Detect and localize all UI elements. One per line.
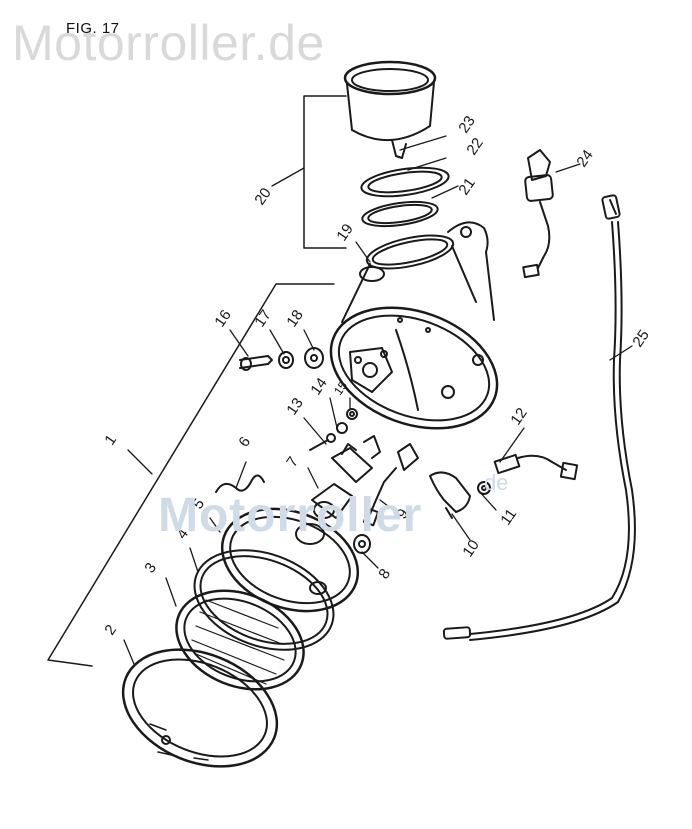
callout-20: 20 [251,185,274,208]
callout-2: 2 [101,622,120,639]
callout-18: 18 [283,307,306,330]
callout-15: 15 [331,378,350,397]
wire-connector-9 [362,443,419,527]
washer-17 [278,351,294,369]
spring-clip-6 [215,474,265,493]
leader-lines [123,135,633,665]
watermark-center: Motorroller [158,489,423,542]
figure-label: FIG. 17 [66,20,120,37]
headlight-rim-2 [121,648,279,768]
callout-12: 12 [507,405,530,428]
headlight-housing-neck [341,221,495,323]
bracket-1 [47,283,335,667]
callout-21: 21 [455,175,478,198]
callout-25: 25 [629,327,652,350]
rim-ring-4 [193,549,335,651]
headlight-lens-3 [175,589,305,691]
screw-13 [309,433,336,451]
callout-6: 6 [235,434,254,451]
bulb-socket-7 [311,435,381,519]
speedometer-gauge [343,60,437,159]
callout-13: 13 [283,395,306,418]
callout-14: 14 [307,375,330,398]
watermark-top: Motorroller.de [12,15,325,71]
callout-22: 22 [463,135,486,158]
bolt-screw-16 [239,355,273,371]
grommet-11 [477,481,491,495]
gauge-rings [360,166,450,228]
callout-11: 11 [497,506,520,529]
callout-8: 8 [375,566,394,583]
headlight-housing [329,306,499,430]
callout-16: 16 [211,307,234,330]
callout-23: 23 [455,113,478,136]
speedometer-cable-25 [442,194,636,641]
callout-17: 17 [251,307,274,330]
callout-3: 3 [141,560,160,577]
callout-7: 7 [283,454,302,471]
nut-15 [346,408,358,420]
instrument-lamp-24 [522,149,554,279]
callout-24: 24 [573,147,596,170]
bracket-20 [303,95,347,249]
watermark-center-suffix: de [484,470,509,495]
callout-1: 1 [101,432,120,449]
pilot-lamp-12 [493,453,579,481]
washer-18 [304,347,324,369]
grommet-8 [353,534,371,554]
elbow-boot-10 [429,471,471,519]
callout-10: 10 [459,537,482,560]
callout-19: 19 [333,221,356,244]
